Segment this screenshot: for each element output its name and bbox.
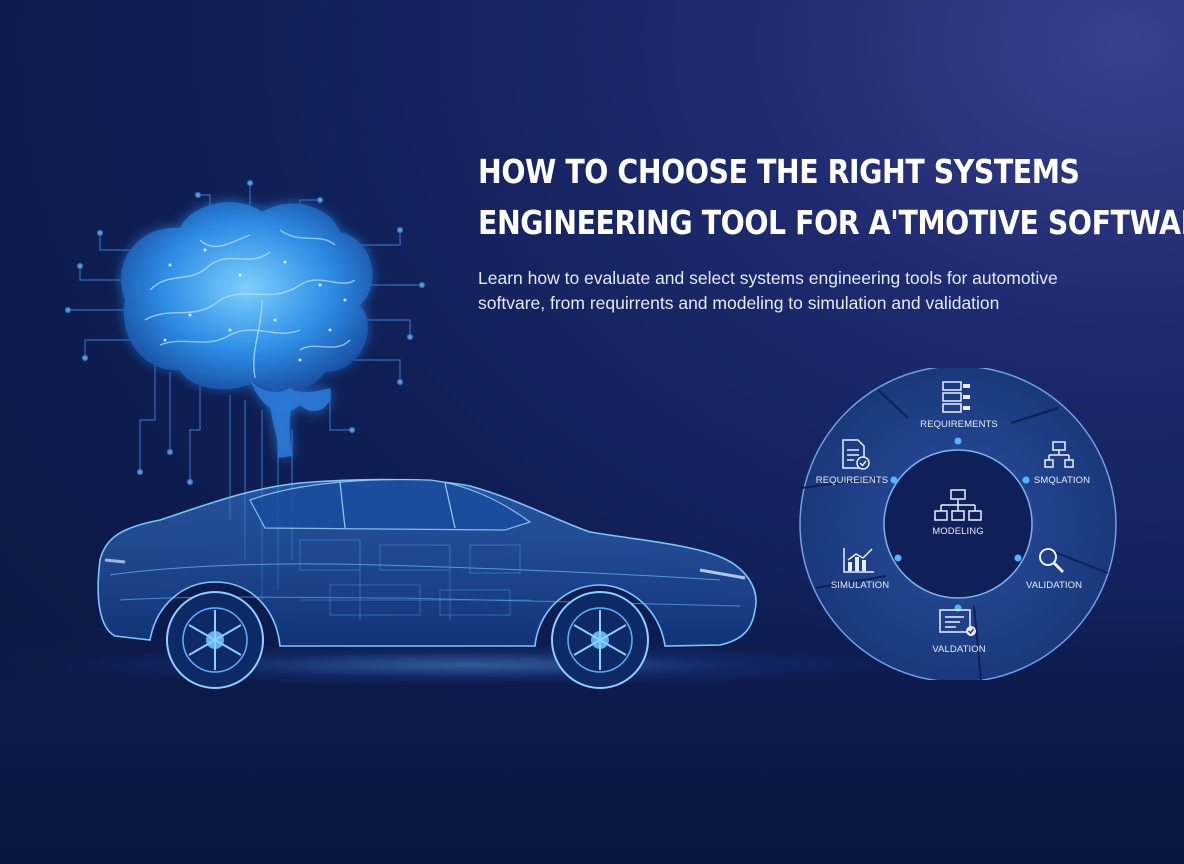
brain-folds: [144, 229, 356, 379]
front-wheel: [551, 591, 649, 689]
segment-label-simulation-left: SIMULATION: [830, 580, 890, 591]
title-line-2: ENGINEERING TOOL FOR A'TMOTIVE SOFTWARE: [478, 203, 1184, 242]
subtitle-line-1: Learn how to evaluate and select systems…: [478, 268, 1058, 288]
circuit-lines: [64, 179, 426, 600]
segment-label-requirements-left: REQUIREIENTS: [815, 475, 889, 486]
rear-wheel: [166, 591, 264, 689]
page-subtitle: Learn how to evaluate and select systems…: [478, 266, 1118, 316]
subtitle-line-2: softvare, from requirrents and modeling …: [478, 293, 1000, 313]
brain-graphic: [121, 202, 373, 458]
modeling-hierarchy-icon: [934, 489, 982, 521]
segment-label-validation-right: VALIDATION: [1025, 580, 1083, 591]
title-line-1: HOW TO CHOOSE THE RIGHT SYSTEMS: [478, 152, 1080, 191]
server-stack-icon: [942, 381, 970, 413]
car-graphic: [97, 478, 757, 689]
segment-label-validation-bottom: VALDATION: [932, 644, 986, 655]
center-label-modeling: MODELING: [932, 526, 984, 537]
brain-sparkles: [163, 248, 347, 362]
process-wheel: REQUIREMENTS SMQLATION VALIDATION VALDAT…: [796, 365, 1120, 683]
checklist-screen-icon: [939, 609, 976, 636]
bar-chart-icon: [843, 548, 874, 573]
page-title: HOW TO CHOOSE THE RIGHT SYSTEMS ENGINEER…: [478, 146, 1184, 248]
magnifier-icon: [1039, 548, 1065, 574]
process-wheel-graphic: [799, 365, 1117, 683]
segment-label-simulation-right: SMQLATION: [1033, 475, 1091, 486]
network-tree-icon: [1044, 441, 1074, 468]
document-check-icon: [842, 439, 870, 470]
segment-label-requirements-top: REQUIREMENTS: [920, 419, 998, 430]
